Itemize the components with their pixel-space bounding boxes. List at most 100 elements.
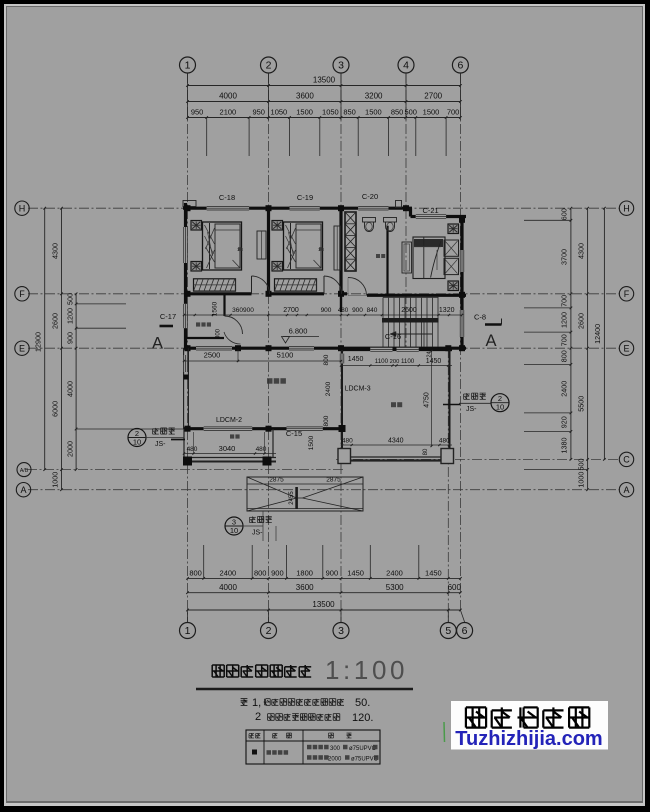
svg-text:5500: 5500 [576,396,585,412]
svg-text:1800: 1800 [296,568,313,577]
svg-text:C-21: C-21 [422,206,438,215]
svg-text:3040: 3040 [219,444,236,453]
svg-text:1500: 1500 [423,108,440,117]
svg-text:500: 500 [576,459,585,471]
svg-text:C-19: C-19 [297,193,313,202]
svg-text:1450: 1450 [347,568,364,577]
svg-text:3: 3 [338,60,344,72]
svg-text:10: 10 [230,526,238,535]
svg-text:800: 800 [254,568,267,577]
svg-text:950: 950 [191,108,204,117]
svg-text:800: 800 [216,328,222,339]
svg-text:840: 840 [367,307,378,314]
svg-text:H: H [623,203,630,213]
svg-text:2700: 2700 [283,307,299,314]
svg-text:4750: 4750 [423,392,430,408]
svg-text:1000: 1000 [51,472,60,488]
svg-text:480: 480 [256,446,267,453]
svg-text:2875: 2875 [326,477,341,484]
svg-text:2000: 2000 [328,757,342,763]
svg-text:850: 850 [343,108,356,117]
svg-text:F: F [624,289,630,299]
svg-text:4300: 4300 [51,243,60,259]
svg-text:1050: 1050 [322,108,339,117]
svg-text:5300: 5300 [386,583,404,592]
svg-text:6: 6 [457,60,463,72]
svg-text:JS-: JS- [252,530,263,537]
svg-text:2600: 2600 [576,313,585,329]
svg-text:1100: 1100 [401,358,415,365]
svg-text:13500: 13500 [312,600,335,609]
svg-text:C-16: C-16 [385,332,401,341]
svg-text:360900: 360900 [232,307,254,314]
svg-text:700: 700 [560,295,569,307]
svg-text:E: E [19,343,25,353]
svg-text:600: 600 [448,583,462,592]
svg-text:850: 850 [391,108,404,117]
svg-text:3700: 3700 [560,249,569,265]
svg-text:1500: 1500 [296,108,313,117]
svg-text:800: 800 [323,415,330,426]
svg-text:1500: 1500 [308,435,315,450]
svg-text:900: 900 [352,307,363,314]
svg-text:200: 200 [390,359,400,365]
svg-text:1380: 1380 [560,438,569,454]
svg-text:4340: 4340 [388,437,404,444]
svg-text:3: 3 [232,518,236,527]
svg-text:3600: 3600 [296,583,314,592]
svg-text:1000: 1000 [576,472,585,488]
svg-text:120.: 120. [352,712,373,724]
svg-text:C-15: C-15 [286,429,302,438]
svg-text:A: A [485,332,496,350]
svg-text:1560: 1560 [212,301,219,316]
svg-text:2500: 2500 [204,351,221,360]
svg-text:2400: 2400 [325,381,332,396]
svg-text:1: 1 [185,625,191,637]
svg-text:LDCM-2: LDCM-2 [216,417,242,424]
svg-text:480: 480 [338,307,349,314]
svg-text:6000: 6000 [51,401,60,417]
svg-text:5100: 5100 [277,351,294,360]
svg-text:1050: 1050 [271,108,288,117]
svg-text:2: 2 [266,60,272,72]
svg-text:500: 500 [65,293,74,305]
svg-text:1200: 1200 [560,312,569,328]
svg-text:3: 3 [338,625,344,637]
svg-text:1,: 1, [252,697,261,709]
svg-text:900: 900 [65,332,74,344]
svg-text:700: 700 [560,334,569,346]
svg-text:ø75UPVC: ø75UPVC [349,746,377,752]
svg-text:1450: 1450 [425,568,442,577]
svg-text:2875: 2875 [269,477,284,484]
svg-text:C: C [623,455,630,465]
svg-text:1200: 1200 [65,308,74,324]
svg-text:950: 950 [252,108,265,117]
svg-text:A: A [152,335,163,353]
svg-text:2: 2 [255,711,261,723]
svg-text:1: 1 [185,60,191,72]
svg-text:2600: 2600 [51,313,60,329]
svg-text:2100: 2100 [220,108,237,117]
svg-text:480: 480 [439,437,450,444]
svg-text:2700: 2700 [424,92,442,101]
svg-text:1320: 1320 [439,307,455,314]
svg-text:480: 480 [342,437,353,444]
svg-text:2000: 2000 [65,441,74,457]
svg-text:500: 500 [404,108,417,117]
svg-text:4300: 4300 [576,243,585,259]
svg-text:700: 700 [447,108,460,117]
svg-text:4000: 4000 [65,381,74,397]
svg-text:900: 900 [271,568,284,577]
svg-text:E: E [623,343,629,353]
svg-text:H: H [19,203,26,213]
svg-text:1450: 1450 [348,356,364,363]
svg-text:6.800: 6.800 [289,327,308,336]
svg-text:1:100: 1:100 [325,655,408,685]
svg-text:800: 800 [323,354,330,365]
svg-text:2600: 2600 [401,307,417,314]
svg-text:JS-: JS- [466,406,477,413]
svg-text:C-20: C-20 [362,192,378,201]
svg-text:10: 10 [496,403,504,412]
svg-text:1450: 1450 [426,358,442,365]
svg-text:2: 2 [266,625,272,637]
